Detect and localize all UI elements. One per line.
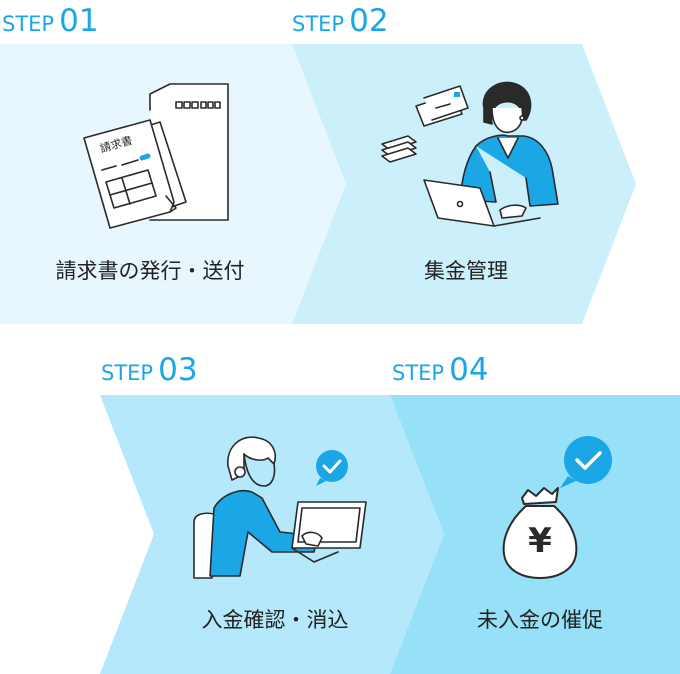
step-number: 02 [349, 3, 389, 39]
step-word: STEP [2, 12, 55, 36]
man-laptop-icon [193, 436, 367, 579]
step-number: 03 [158, 352, 198, 388]
step-04-caption: 未入金の催促 [477, 608, 603, 632]
step-word: STEP [101, 361, 154, 385]
yen-symbol: ¥ [528, 521, 552, 561]
step-number: 04 [449, 352, 489, 388]
step-word: STEP [292, 12, 345, 36]
invoice-envelope-icon [83, 83, 229, 229]
step-01-caption: 請求書の発行・送付 [55, 259, 245, 283]
money-bag-icon [502, 436, 612, 579]
step-02-caption: 集金管理 [424, 259, 508, 283]
step-03-caption: 入金確認・消込 [201, 608, 349, 632]
woman-laptop-icon [381, 81, 559, 227]
step-number: 01 [59, 3, 99, 39]
step-word: STEP [392, 361, 445, 385]
